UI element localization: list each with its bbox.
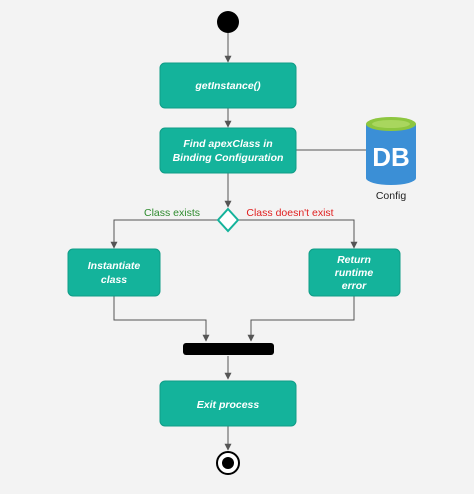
node-get-instance-box — [159, 62, 297, 109]
node-find-apex-class-box — [159, 127, 297, 174]
branch-label-class-doesnt-exist: Class doesn't exist — [246, 207, 333, 219]
node-exit-process-box — [159, 380, 297, 427]
node-find-apex-class[interactable]: Find apexClass in Binding Configuration — [159, 127, 297, 174]
edge-instantiate-to-join — [113, 296, 210, 342]
node-return-runtime-error-box — [308, 248, 401, 297]
database-icon: DB — [366, 117, 416, 185]
node-return-runtime-error-line1: Return — [337, 254, 371, 266]
end-node — [216, 451, 240, 475]
db-config: DB Config — [366, 117, 416, 202]
node-instantiate-class-line2: class — [101, 274, 127, 286]
node-get-instance-label: getInstance() — [194, 80, 261, 92]
edge-decision-to-return-error — [238, 219, 358, 249]
database-icon-top-inner — [372, 120, 410, 128]
node-instantiate-class-line1: Instantiate — [88, 260, 141, 272]
node-instantiate-class[interactable]: Instantiate class — [67, 248, 161, 297]
node-get-instance[interactable]: getInstance() — [159, 62, 297, 109]
node-find-apex-class-line1: Find apexClass in — [183, 138, 272, 150]
decision-node — [216, 207, 240, 233]
node-exit-process-label: Exit process — [197, 399, 260, 411]
branch-label-class-exists: Class exists — [144, 207, 200, 219]
node-find-apex-class-line2: Binding Configuration — [173, 152, 284, 164]
edge-decision-to-instantiate — [110, 219, 218, 249]
node-instantiate-class-box — [67, 248, 161, 297]
end-node-dot — [222, 457, 234, 469]
database-icon-label: DB — [372, 142, 410, 172]
node-return-runtime-error[interactable]: Return runtime error — [308, 248, 401, 297]
database-caption: Config — [376, 190, 407, 202]
database-icon-body — [366, 124, 416, 185]
start-node — [217, 11, 239, 33]
node-exit-process[interactable]: Exit process — [159, 380, 297, 427]
edge-return-error-to-join — [247, 296, 355, 342]
node-return-runtime-error-line3: error — [342, 280, 367, 292]
node-return-runtime-error-line2: runtime — [335, 267, 374, 279]
edges — [110, 33, 368, 451]
join-bar — [183, 343, 274, 355]
